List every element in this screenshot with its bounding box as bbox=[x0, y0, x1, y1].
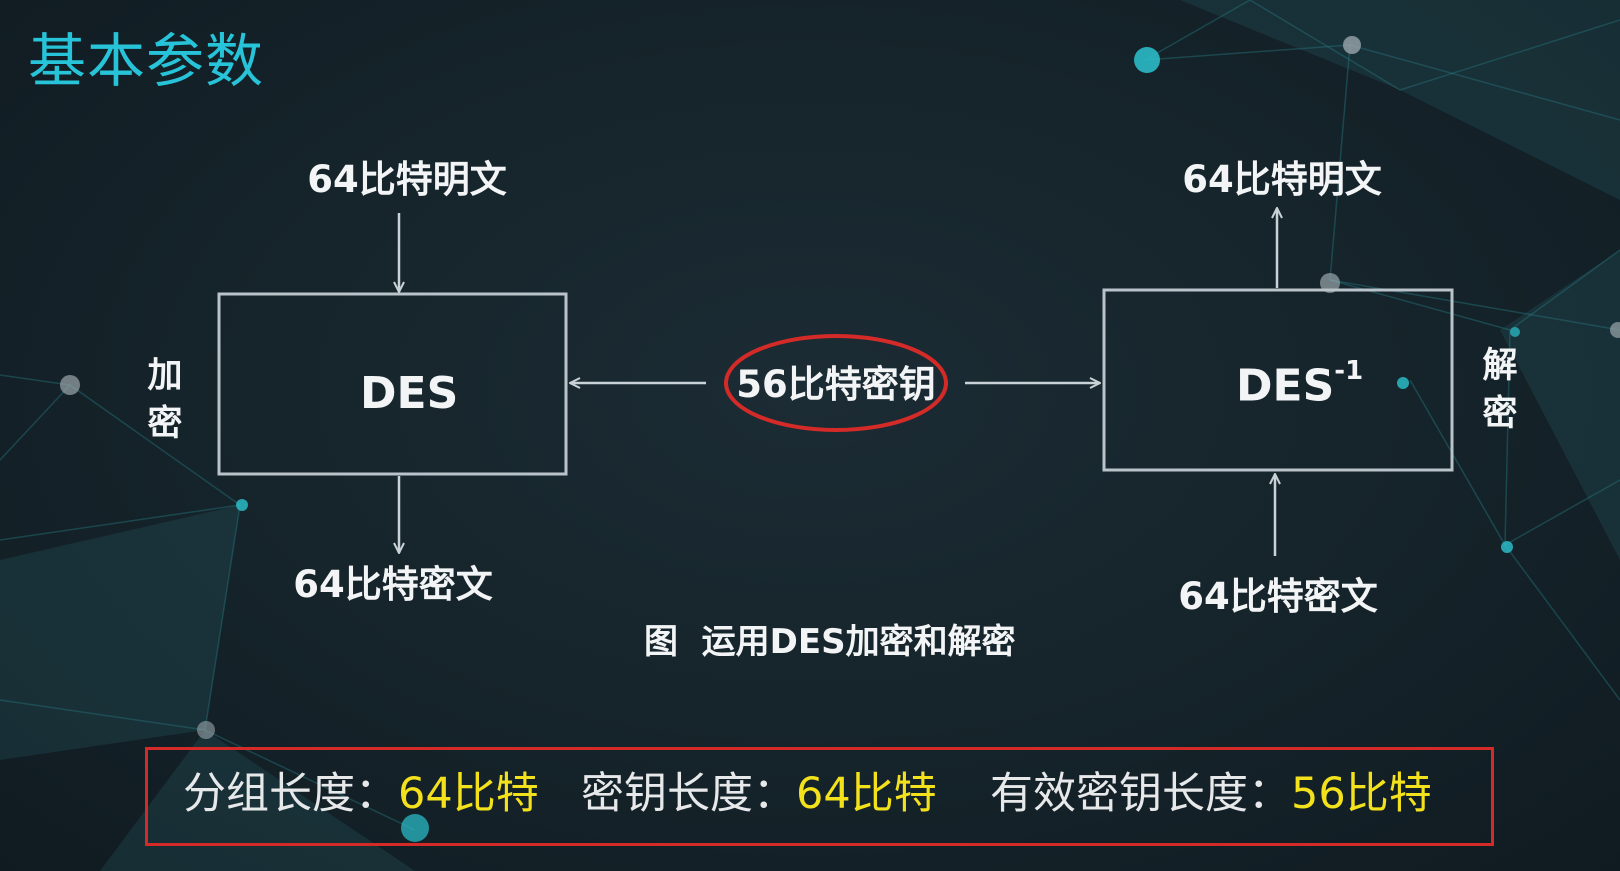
summary-value: 64比特 bbox=[398, 769, 539, 819]
des-decrypt-box bbox=[1102, 288, 1454, 472]
des-decrypt-label: DES-1 bbox=[1236, 358, 1363, 412]
des-decrypt-superscript: -1 bbox=[1334, 356, 1364, 386]
summary-item-effective-key-length: 有效密钥长度：56比特 bbox=[990, 773, 1432, 816]
summary-value: 56比特 bbox=[1291, 769, 1432, 819]
page-title: 基本参数 bbox=[28, 27, 265, 95]
encrypt-output-label: 64比特密文 bbox=[293, 563, 493, 606]
des-encrypt-label: DES bbox=[360, 368, 459, 419]
decrypt-input-label: 64比特密文 bbox=[1178, 575, 1378, 618]
summary-item-block-length: 分组长度：64比特 bbox=[183, 773, 539, 816]
des-encrypt-box bbox=[217, 292, 568, 476]
key-highlight-ring bbox=[724, 334, 948, 432]
summary-label: 分组长度： bbox=[183, 769, 398, 819]
summary-item-key-length: 密钥长度：64比特 bbox=[581, 773, 937, 816]
summary-label: 有效密钥长度： bbox=[990, 769, 1291, 819]
parameter-summary-box: 分组长度：64比特 密钥长度：64比特 有效密钥长度：56比特 bbox=[145, 747, 1494, 846]
encrypt-input-label: 64比特明文 bbox=[307, 158, 507, 201]
encrypt-side-label: 加密 bbox=[147, 356, 183, 444]
summary-value: 64比特 bbox=[796, 769, 937, 819]
decrypt-side-label: 解密 bbox=[1482, 346, 1518, 434]
des-decrypt-label-text: DES bbox=[1236, 360, 1335, 412]
decrypt-output-label: 64比特明文 bbox=[1182, 158, 1382, 201]
key-label: 56比特密钥 bbox=[736, 363, 936, 406]
summary-label: 密钥长度： bbox=[581, 769, 796, 819]
figure-caption: 图 运用DES加密和解密 bbox=[644, 622, 1016, 662]
